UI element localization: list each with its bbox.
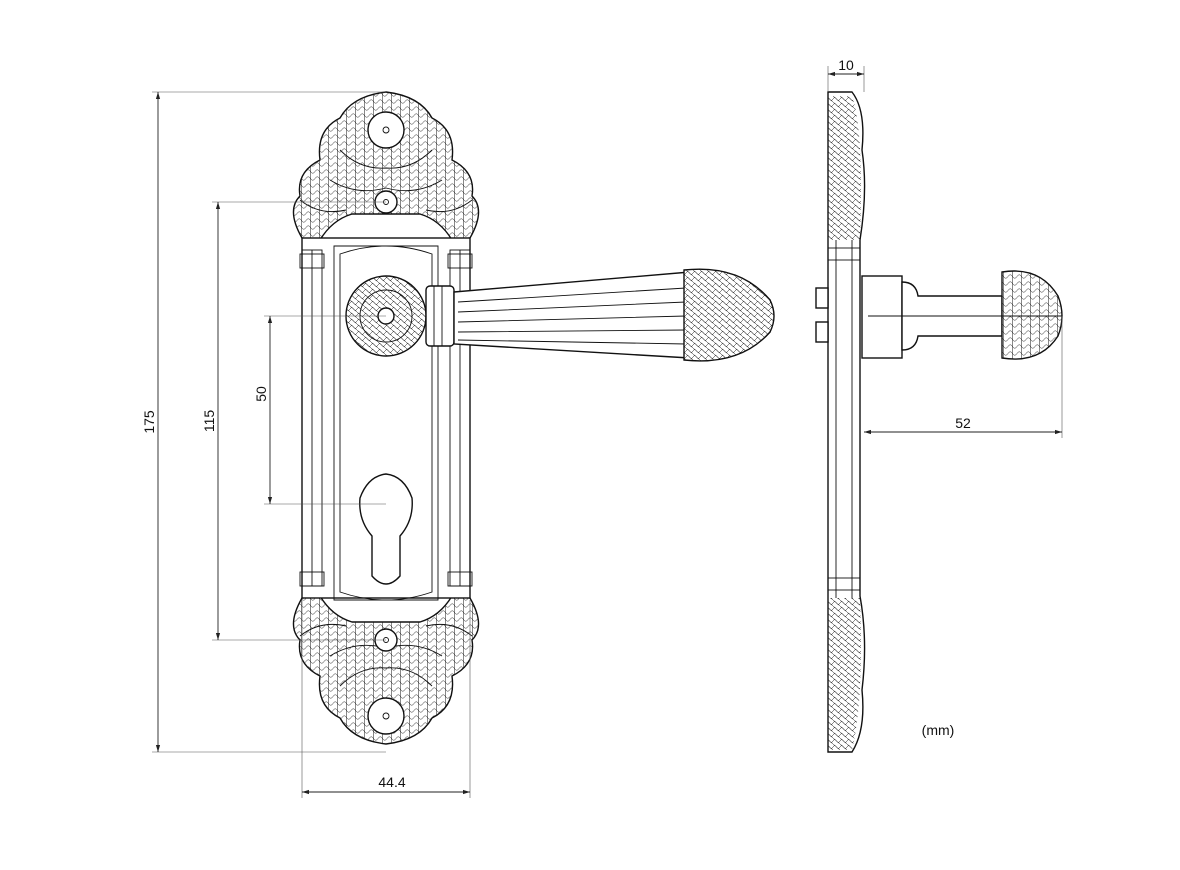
dimension-plate-width: 44.4: [301, 600, 471, 798]
label-50: 50: [253, 386, 269, 402]
dimension-lever-projection: 52: [864, 316, 1063, 438]
top-ornament: [292, 91, 480, 241]
side-view: [815, 91, 1063, 753]
bottom-ornament: [292, 595, 480, 745]
dimension-plate-thickness: 10: [827, 57, 865, 92]
label-44-4: 44.4: [378, 774, 405, 790]
dimension-overall-height: 175: [141, 91, 386, 753]
dimension-screw-spacing: 115: [201, 201, 386, 641]
dimension-lever-cylinder: 50: [253, 315, 386, 505]
front-view: [292, 91, 775, 745]
label-115: 115: [201, 410, 217, 433]
label-52: 52: [955, 415, 971, 431]
label-175: 175: [141, 410, 157, 434]
side-plate: [827, 91, 866, 753]
side-lever: [815, 270, 1063, 360]
lever-handle: [453, 268, 775, 362]
label-10: 10: [838, 57, 854, 73]
units-note: (mm): [922, 722, 955, 738]
